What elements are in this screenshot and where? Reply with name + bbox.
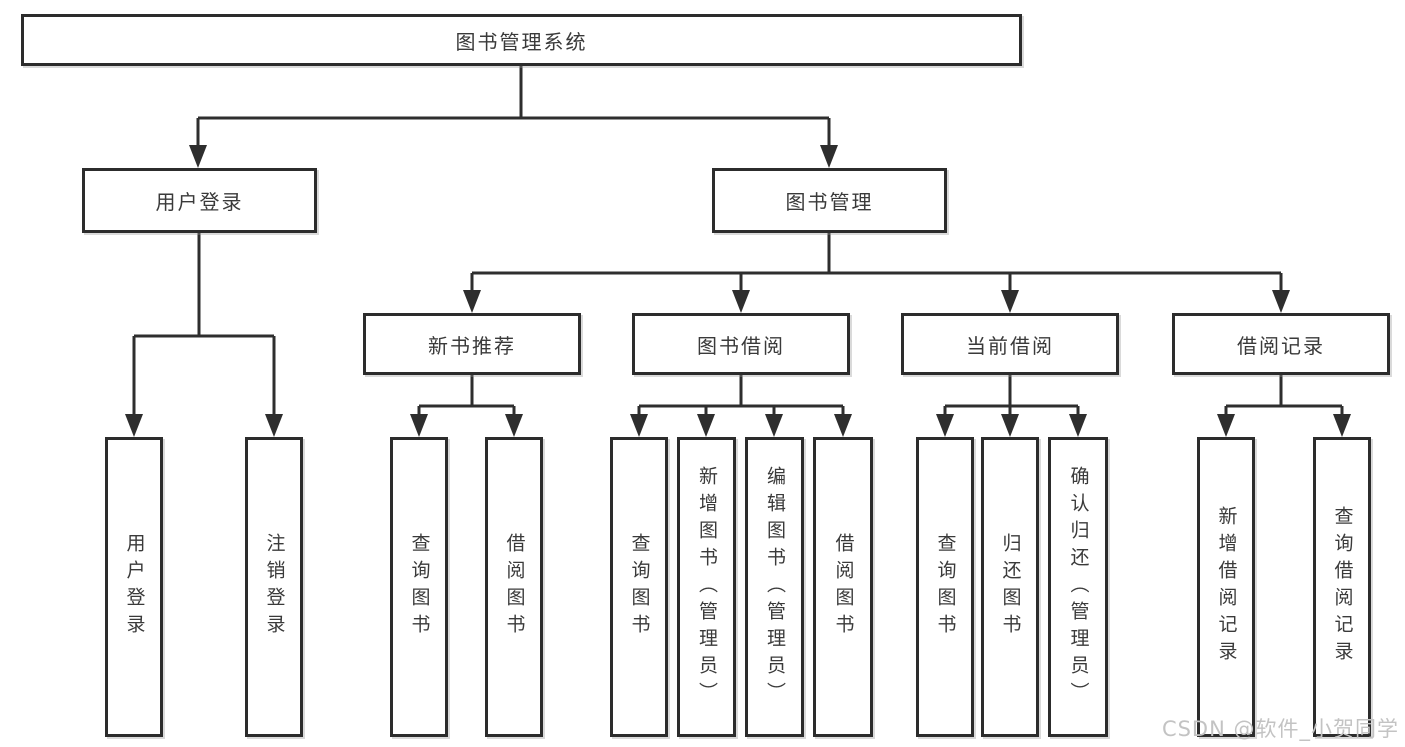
node-label: 图书借阅: [697, 333, 785, 358]
node-leaf-borrow-books: 借阅图书: [813, 437, 873, 737]
node-leaf-add-books-admin: 新增图书（管理员）: [677, 437, 736, 737]
node-label: 借阅图书: [503, 533, 526, 641]
node-leaf-user-login: 用户登录: [105, 437, 163, 737]
node-user-login: 用户登录: [82, 168, 317, 233]
node-label: 用户登录: [123, 533, 146, 641]
edge-root-to-level2: [196, 66, 831, 147]
node-label: 新增借阅记录: [1215, 506, 1238, 668]
edge-user-login-children: [132, 233, 276, 416]
csdn-watermark: CSDN @软件_小贺同学: [1161, 717, 1399, 741]
node-label: 编辑图书（管理员）: [764, 465, 786, 709]
node-label: 新书推荐: [428, 333, 516, 358]
node-label: 查询图书: [934, 533, 957, 641]
node-label: 当前借阅: [966, 333, 1054, 358]
node-label: 查询图书: [408, 533, 431, 641]
edge-book-management-children: [470, 233, 1283, 292]
node-label: 借阅图书: [832, 533, 855, 641]
node-leaf-borrow-books-recommend: 借阅图书: [485, 437, 543, 737]
node-label: 归还图书: [999, 533, 1022, 641]
node-leaf-query-books-recommend: 查询图书: [390, 437, 448, 737]
node-current-borrow: 当前借阅: [901, 313, 1119, 375]
node-leaf-query-books-borrow: 查询图书: [610, 437, 668, 737]
node-leaf-query-borrow-record: 查询借阅记录: [1313, 437, 1371, 737]
node-label: 新增图书（管理员）: [696, 465, 718, 709]
node-label: 查询借阅记录: [1331, 506, 1354, 668]
node-leaf-edit-books-admin: 编辑图书（管理员）: [745, 437, 804, 737]
node-label: 确认归还（管理员）: [1067, 465, 1090, 709]
node-leaf-query-books-current: 查询图书: [916, 437, 974, 737]
node-label: 查询图书: [628, 533, 651, 641]
edge-book-borrow-children: [637, 375, 845, 416]
node-label: 借阅记录: [1237, 333, 1325, 358]
node-leaf-logout: 注销登录: [245, 437, 303, 737]
node-label: 用户登录: [155, 190, 244, 214]
node-leaf-add-borrow-record: 新增借阅记录: [1197, 437, 1255, 737]
node-label: 注销登录: [263, 533, 286, 641]
node-book-management: 图书管理: [712, 168, 947, 233]
node-book-borrow: 图书借阅: [632, 313, 850, 375]
edge-new-book-children: [417, 375, 516, 416]
node-label: 图书管理系统: [455, 29, 588, 54]
arrowheads: [125, 145, 1351, 437]
node-borrow-records: 借阅记录: [1172, 313, 1390, 375]
node-leaf-return-books: 归还图书: [981, 437, 1039, 737]
node-book-management-system: 图书管理系统: [21, 14, 1022, 66]
edge-borrow-records-children: [1224, 375, 1344, 416]
node-label: 图书管理: [785, 190, 874, 214]
node-new-book-recommend: 新书推荐: [363, 313, 581, 375]
edge-current-borrow-children: [943, 375, 1080, 416]
node-leaf-confirm-return-admin: 确认归还（管理员）: [1048, 437, 1108, 737]
